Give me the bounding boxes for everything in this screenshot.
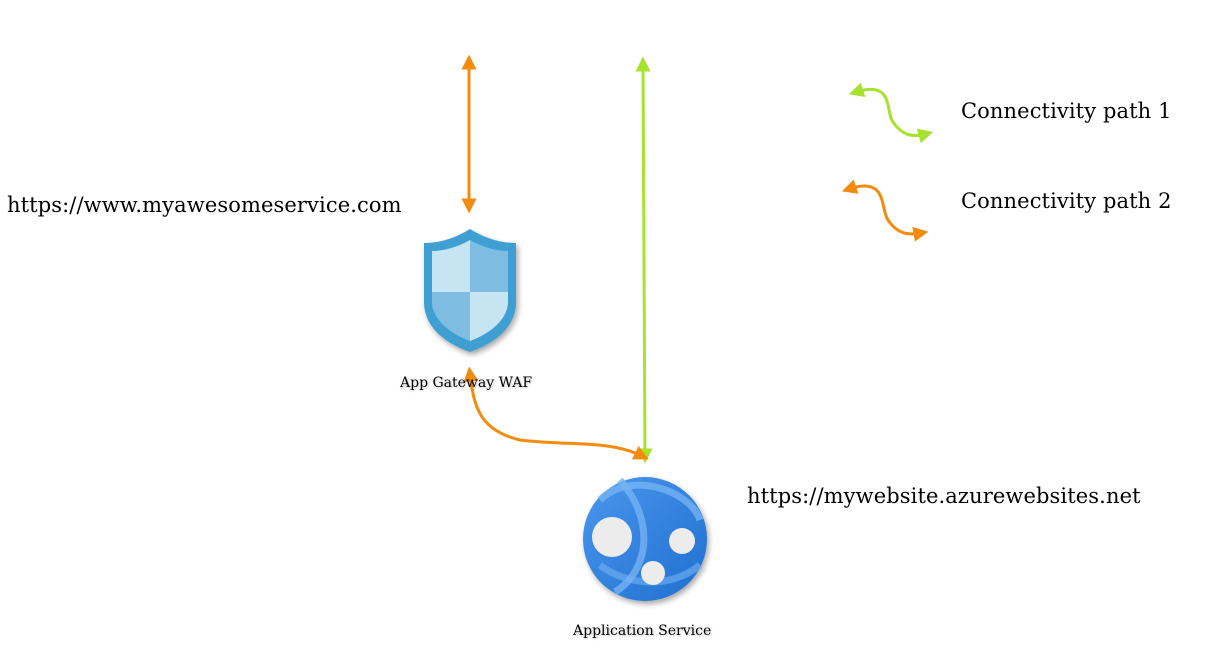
app-service-node-label: Application Service: [573, 623, 712, 639]
legend-path2-label: Connectivity path 2: [961, 189, 1172, 213]
legend-path1-label: Connectivity path 1: [961, 99, 1172, 123]
legend-path2-swatch-icon: [841, 179, 929, 242]
app-service-globe-icon: [583, 477, 707, 601]
waf-node-label: App Gateway WAF: [400, 375, 533, 391]
waf-url-label: https://www.myawesomeservice.com: [7, 193, 402, 217]
path1-internet-to-app-arrow: [635, 56, 653, 464]
legend-path1-swatch-icon: [848, 82, 934, 144]
app-service-url-label: https://mywebsite.azurewebsites.net: [747, 484, 1141, 508]
path2-waf-to-app-arrow: [463, 366, 649, 460]
shield-icon: [424, 229, 516, 352]
